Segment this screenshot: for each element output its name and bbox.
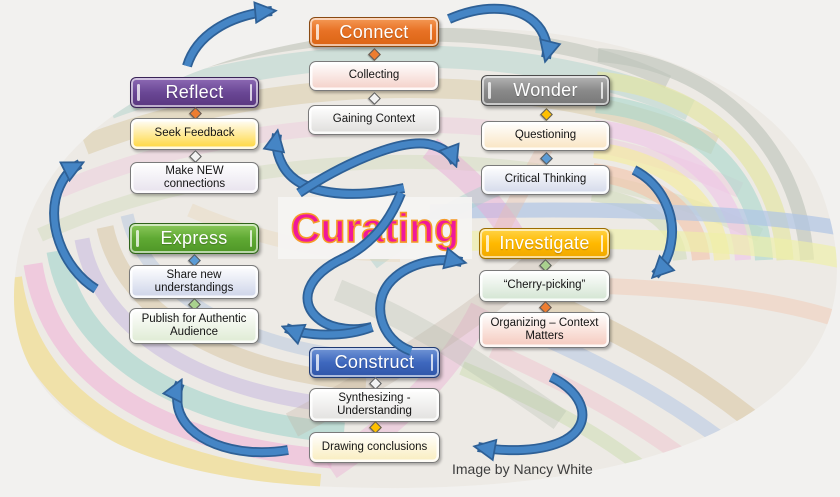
header-wonder: Wonder: [481, 75, 610, 106]
diagram-title-panel: Curating: [278, 197, 472, 259]
step-collecting: Collecting: [309, 61, 439, 91]
header-reflect-label: Reflect: [165, 82, 224, 102]
header-construct: Construct: [309, 347, 440, 378]
step-gaining-context-label: Gaining Context: [332, 113, 416, 126]
step-cherry-picking: “Cherry-picking”: [479, 270, 610, 302]
step-cherry-picking-label: “Cherry-picking”: [503, 279, 586, 292]
header-express: Express: [129, 223, 259, 254]
step-collecting-label: Collecting: [348, 69, 400, 82]
step-make-new-connections: Make NEW connections: [130, 162, 259, 194]
step-critical-thinking-label: Critical Thinking: [504, 173, 587, 186]
step-publish-for-authentic-audience-label: Publish for Authentic Audience: [141, 312, 247, 338]
step-questioning: Questioning: [481, 121, 610, 151]
step-synthesizing-understanding: Synthesizing - Understanding: [309, 388, 440, 422]
step-seek-feedback: Seek Feedback: [130, 118, 259, 150]
header-connect-label: Connect: [339, 21, 409, 42]
step-critical-thinking: Critical Thinking: [481, 165, 610, 195]
step-gaining-context: Gaining Context: [308, 105, 440, 135]
header-connect: Connect: [309, 17, 439, 47]
step-share-new-understandings-label: Share new understandings: [154, 268, 234, 294]
step-questioning-label: Questioning: [514, 129, 577, 142]
step-drawing-conclusions-label: Drawing conclusions: [321, 440, 428, 453]
step-publish-for-authentic-audience: Publish for Authentic Audience: [129, 308, 259, 344]
header-investigate-label: Investigate: [499, 233, 590, 253]
step-organizing-context-matters: Organizing – Context Matters: [479, 312, 610, 348]
header-reflect: Reflect: [130, 77, 259, 108]
header-construct-label: Construct: [334, 352, 415, 372]
step-organizing-context-matters-label: Organizing – Context Matters: [490, 316, 599, 342]
diagram-title: Curating: [290, 204, 460, 252]
step-drawing-conclusions: Drawing conclusions: [309, 432, 440, 463]
header-wonder-label: Wonder: [513, 80, 578, 100]
header-express-label: Express: [160, 228, 228, 248]
step-synthesizing-understanding-label: Synthesizing - Understanding: [337, 391, 412, 417]
attribution-text: Image by Nancy White: [452, 461, 593, 477]
step-seek-feedback-label: Seek Feedback: [154, 127, 235, 140]
header-investigate: Investigate: [479, 228, 610, 259]
step-share-new-understandings: Share new understandings: [129, 265, 259, 299]
step-make-new-connections-label: Make NEW connections: [163, 164, 226, 190]
